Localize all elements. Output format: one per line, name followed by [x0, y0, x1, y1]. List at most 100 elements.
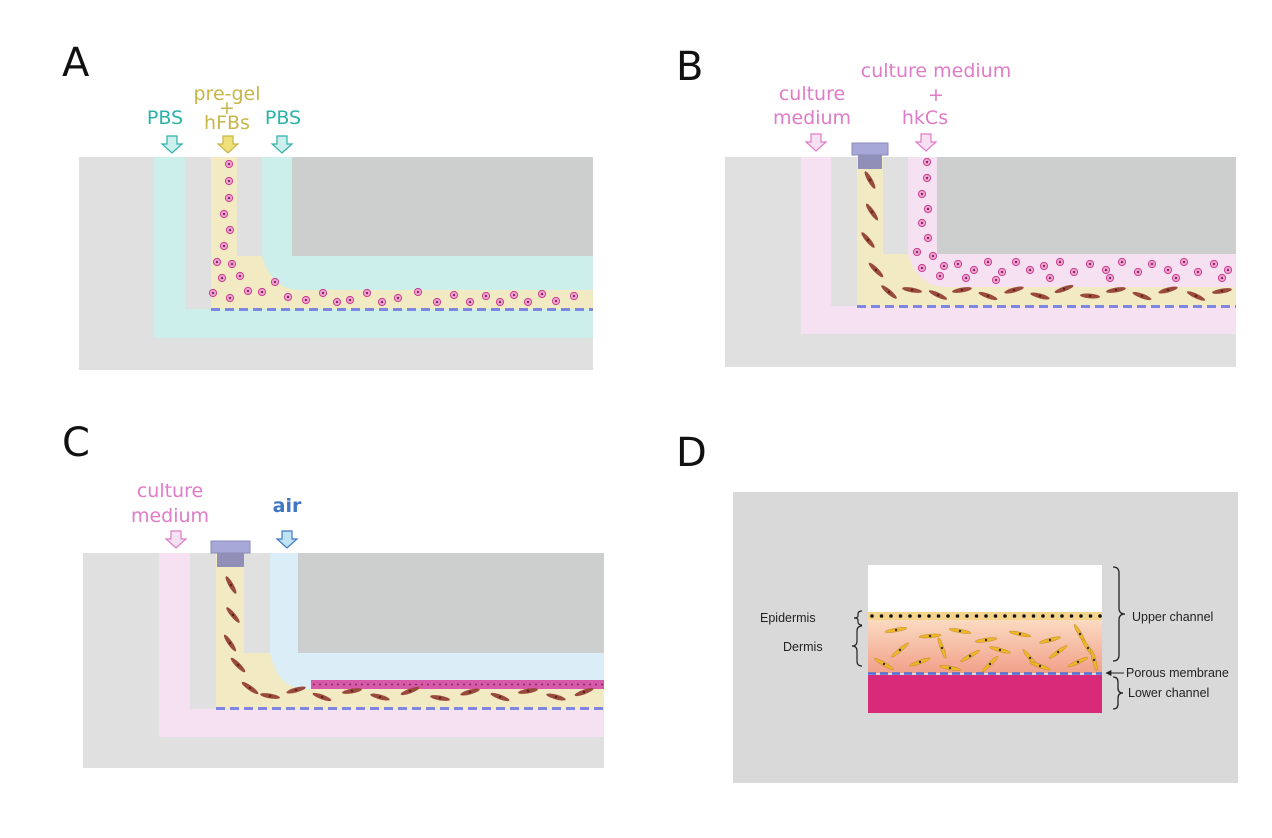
keratinocyte-nucleus — [547, 683, 549, 686]
fibroblast-nucleus — [1194, 294, 1198, 298]
hkc-cell-nucleus — [925, 160, 929, 164]
medium-right-channel — [908, 157, 937, 254]
keratinocyte-nucleus — [463, 683, 465, 686]
label-plus: + — [928, 84, 944, 106]
chip-block — [937, 157, 1236, 254]
hkc-cell-nucleus — [956, 262, 960, 266]
dermal-fibroblast-nucleus — [1048, 638, 1052, 642]
hkc-cell-nucleus — [1014, 260, 1018, 264]
dermal-fibroblast-nucleus — [1038, 664, 1042, 668]
keratinocyte-nucleus — [487, 683, 489, 686]
label-medium: medium — [131, 505, 209, 527]
hkc-cell-nucleus — [920, 266, 924, 270]
epidermis-cell — [889, 614, 893, 618]
hfb-cell-nucleus — [540, 292, 544, 296]
hkc-cell-nucleus — [1226, 268, 1230, 272]
panel-letter-b: B — [676, 44, 703, 90]
dermal-fibroblast-nucleus — [1028, 656, 1032, 660]
keratinocyte-nucleus — [475, 683, 477, 686]
epidermis-cell — [1088, 614, 1093, 618]
fibroblast-nucleus — [1166, 288, 1170, 292]
epidermis-cell — [955, 614, 960, 618]
fibroblast-nucleus — [1012, 288, 1016, 292]
hkc-cell-nucleus — [1150, 262, 1154, 266]
hfb-cell-nucleus — [222, 244, 226, 248]
hfb-cell-nucleus — [468, 300, 472, 304]
dermal-fibroblast-nucleus — [984, 638, 988, 642]
keratinocyte-nucleus — [421, 683, 423, 686]
fibroblast-nucleus — [378, 695, 382, 699]
fibroblast-nucleus — [228, 641, 232, 645]
arrow-down-icon — [160, 135, 184, 154]
hkc-cell-nucleus — [1136, 270, 1140, 274]
dermal-fibroblast-nucleus — [940, 646, 944, 650]
label-hkcs: hkCs — [902, 107, 948, 129]
lower-channel-brace — [1112, 676, 1124, 710]
dermal-fibroblast-nucleus — [1018, 632, 1022, 636]
label-culture-medium: culture medium — [861, 60, 1011, 82]
keratinocyte-nucleus — [403, 683, 405, 686]
hkc-cell-nucleus — [1042, 264, 1046, 268]
keratinocyte-nucleus — [457, 683, 459, 686]
keratinocyte-nucleus — [523, 683, 525, 686]
dermal-fibroblast-nucleus — [958, 629, 962, 633]
fibroblast-nucleus — [1038, 294, 1042, 298]
hkc-cell-nucleus — [1212, 262, 1216, 266]
dermal-fibroblast-nucleus — [998, 648, 1002, 652]
hfb-cell-nucleus — [260, 290, 264, 294]
hfb-cell-nucleus — [220, 276, 224, 280]
arrow-down-icon — [164, 530, 188, 549]
keratinocyte-nucleus — [355, 683, 357, 686]
plug-cap — [851, 142, 889, 156]
hfb-cell-nucleus — [526, 300, 530, 304]
fibroblast-nucleus — [936, 293, 940, 297]
keratinocyte-nucleus — [313, 683, 315, 686]
fibroblast-nucleus — [236, 663, 240, 667]
hkc-cell-nucleus — [931, 254, 935, 258]
hfb-cell-nucleus — [321, 291, 325, 295]
label-hfbs: hFBs — [204, 112, 250, 134]
keratinocyte-nucleus — [505, 683, 507, 686]
dermal-fibroblast-nucleus — [882, 662, 886, 666]
hkc-cell-nucleus — [1108, 276, 1112, 280]
fibroblast-nucleus — [268, 694, 272, 698]
medium-left-channel — [801, 157, 831, 334]
fibroblast-nucleus — [910, 288, 914, 292]
epidermis-cell — [1069, 614, 1074, 618]
panel-b: B culture medium culture medium + hkCs — [676, 44, 1236, 367]
epidermis-cell — [993, 614, 998, 618]
chip-wall — [244, 553, 270, 653]
fibroblast-nucleus — [1062, 287, 1066, 291]
hkc-cell-nucleus — [1120, 260, 1124, 264]
hfb-cell-nucleus — [416, 290, 420, 294]
keratinocyte-nucleus — [325, 683, 327, 686]
panel-d: D Epidermis Dermis Upper channel Porous … — [676, 430, 1238, 783]
epidermis-cell — [1079, 614, 1083, 618]
keratinocyte-nucleus — [529, 683, 531, 686]
chip-block — [292, 157, 593, 256]
hkc-cell-nucleus — [1028, 268, 1032, 272]
hkc-cell-nucleus — [1000, 270, 1004, 274]
keratinocyte-nucleus — [601, 683, 603, 686]
hkc-cell-nucleus — [994, 278, 998, 282]
hfb-cell-nucleus — [238, 274, 242, 278]
fibroblast-nucleus — [1140, 294, 1144, 298]
keratinocyte-nucleus — [397, 683, 399, 686]
fibroblast-nucleus — [350, 689, 354, 693]
fibroblast-nucleus — [231, 613, 235, 617]
hfb-cell-nucleus — [246, 289, 250, 293]
epidermis-cell — [984, 614, 988, 618]
keratinocyte-nucleus — [433, 683, 435, 686]
hfb-cell-nucleus — [572, 294, 576, 298]
keratinocyte-nucleus — [469, 683, 471, 686]
epidermis-cell — [1031, 614, 1036, 618]
fibroblast-nucleus — [229, 583, 233, 587]
panel-a: A PBS pre-gel + hFBs PBS — [62, 40, 593, 370]
hfb-cells — [208, 159, 579, 307]
epidermis-cell — [1022, 614, 1026, 618]
keratinocyte-nucleus — [427, 683, 429, 686]
hfb-cell-nucleus — [512, 293, 516, 297]
fibroblast-nucleus — [438, 696, 442, 700]
keratinocyte-nucleus — [595, 683, 597, 686]
keratinocyte-nucleus — [445, 683, 447, 686]
